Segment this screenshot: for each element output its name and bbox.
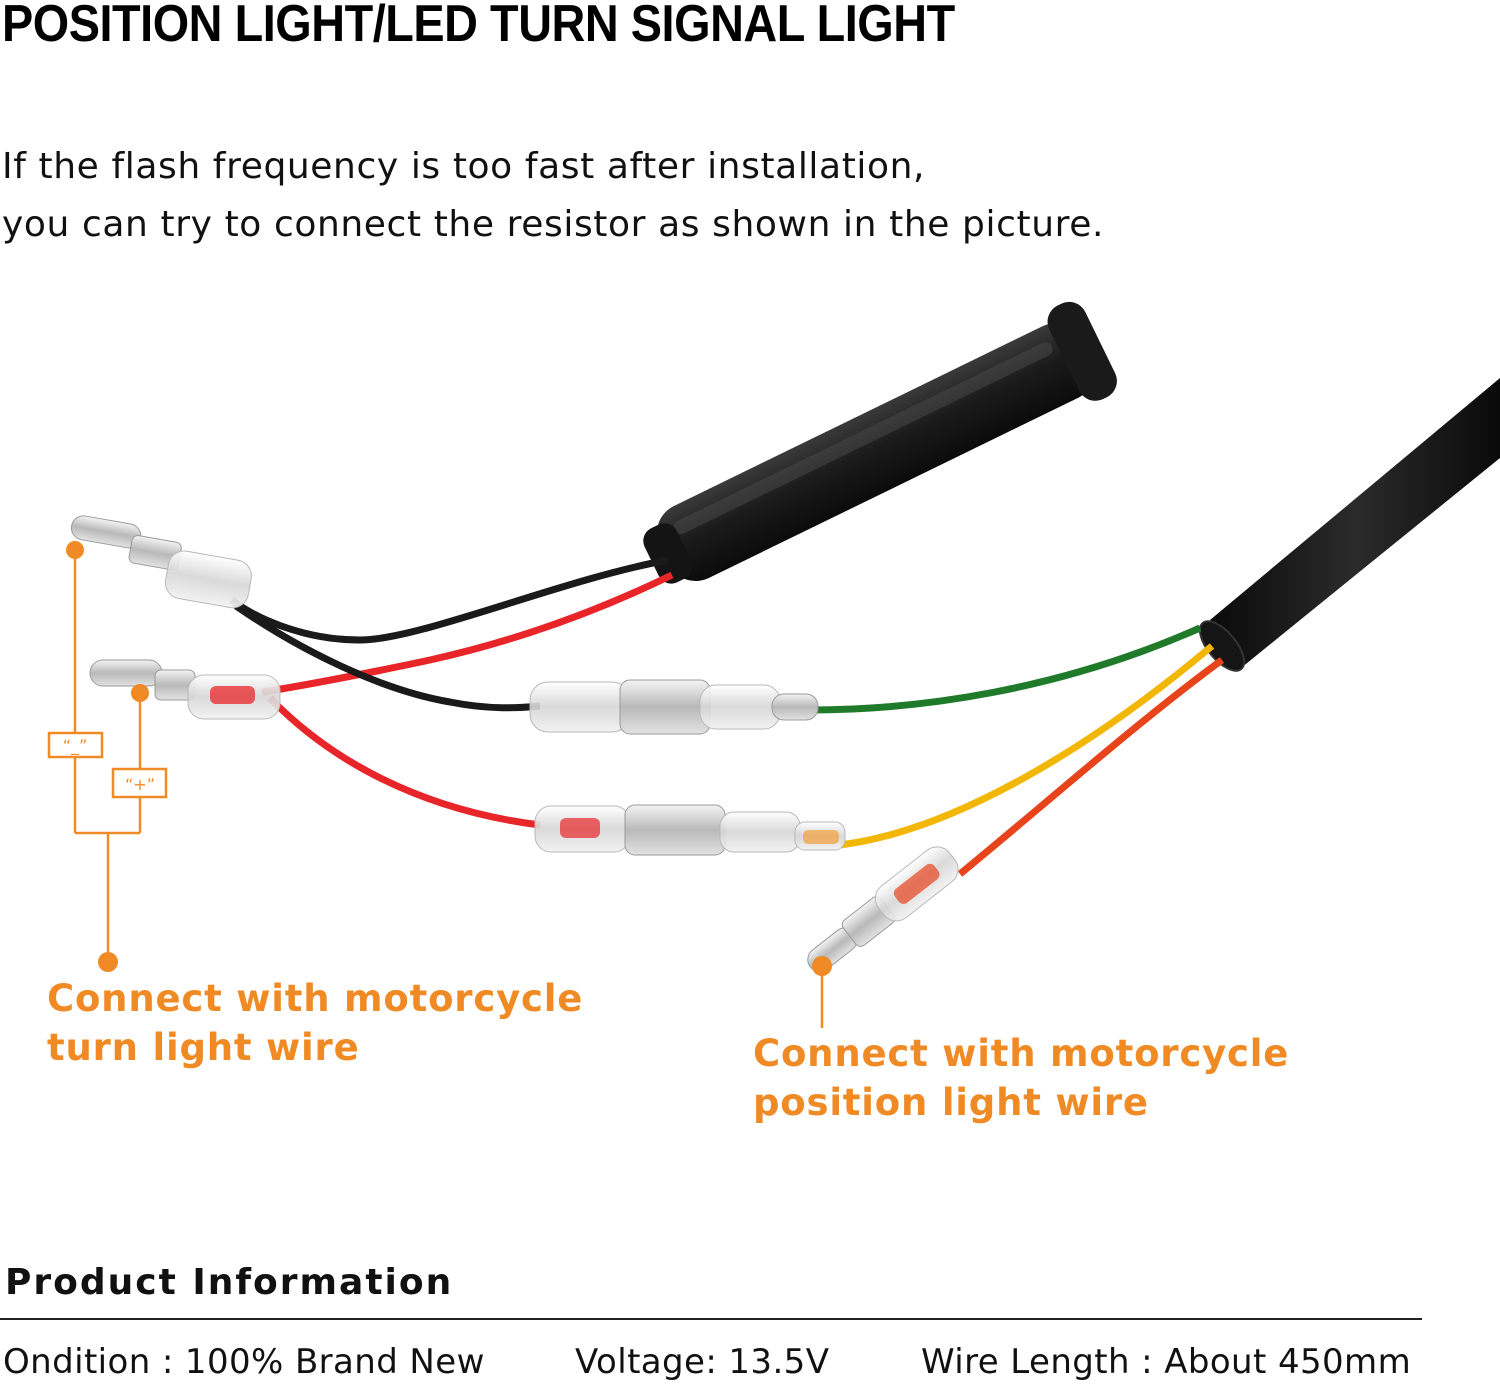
resistor-red-wire — [261, 571, 674, 696]
minus-badge: “_” — [47, 731, 104, 759]
product-info-heading: Product Information — [5, 1262, 454, 1303]
product-info-divider — [0, 1318, 1422, 1320]
green-wire — [809, 624, 1202, 714]
position-light-callout: Connect with motorcycle position light w… — [753, 1029, 1289, 1127]
position-callout-line-2: position light wire — [753, 1081, 1149, 1124]
inline-connector-yellow — [534, 804, 846, 856]
position-connector-dot — [812, 956, 832, 976]
yellow-wire — [839, 643, 1215, 849]
inline-connector-green — [529, 679, 819, 735]
turn-light-callout: Connect with motorcycle turn light wire — [47, 974, 583, 1072]
orange-red-wire — [957, 657, 1225, 877]
middle-connector-dot — [131, 684, 149, 702]
top-bullet-connector — [70, 515, 252, 609]
black-wire-to-connector — [234, 603, 541, 712]
spec-condition: Ondition : 100% Brand New — [3, 1342, 485, 1382]
cable-end — [1198, 620, 1246, 672]
intro-text: If the flash frequency is too fast after… — [2, 138, 1104, 254]
turn-callout-line-2: turn light wire — [47, 1026, 360, 1069]
resistor-box — [643, 301, 1117, 584]
page-title: POSITION LIGHT/LED TURN SIGNAL LIGHT — [2, 0, 955, 53]
plus-label: “+” — [125, 775, 155, 794]
main-cable — [1210, 378, 1500, 672]
minus-label: “_” — [63, 736, 88, 756]
red-wire-to-connector — [267, 695, 541, 829]
position-callout-line-1: Connect with motorcycle — [753, 1032, 1290, 1075]
turn-callout-dot — [98, 952, 118, 972]
turn-callout-line-1: Connect with motorcycle — [47, 977, 584, 1020]
intro-line-1: If the flash frequency is too fast after… — [2, 146, 926, 187]
middle-bullet-connector — [89, 659, 281, 720]
top-connector-dot — [66, 541, 84, 559]
resistor-black-wire — [229, 556, 669, 644]
spec-voltage: Voltage: 13.5V — [575, 1342, 830, 1382]
intro-line-2: you can try to connect the resistor as s… — [2, 204, 1105, 245]
turn-light-annotation — [73, 550, 142, 962]
plus-badge: “+” — [111, 767, 168, 799]
spec-wire-length: Wire Length : About 450mm — [921, 1342, 1412, 1382]
